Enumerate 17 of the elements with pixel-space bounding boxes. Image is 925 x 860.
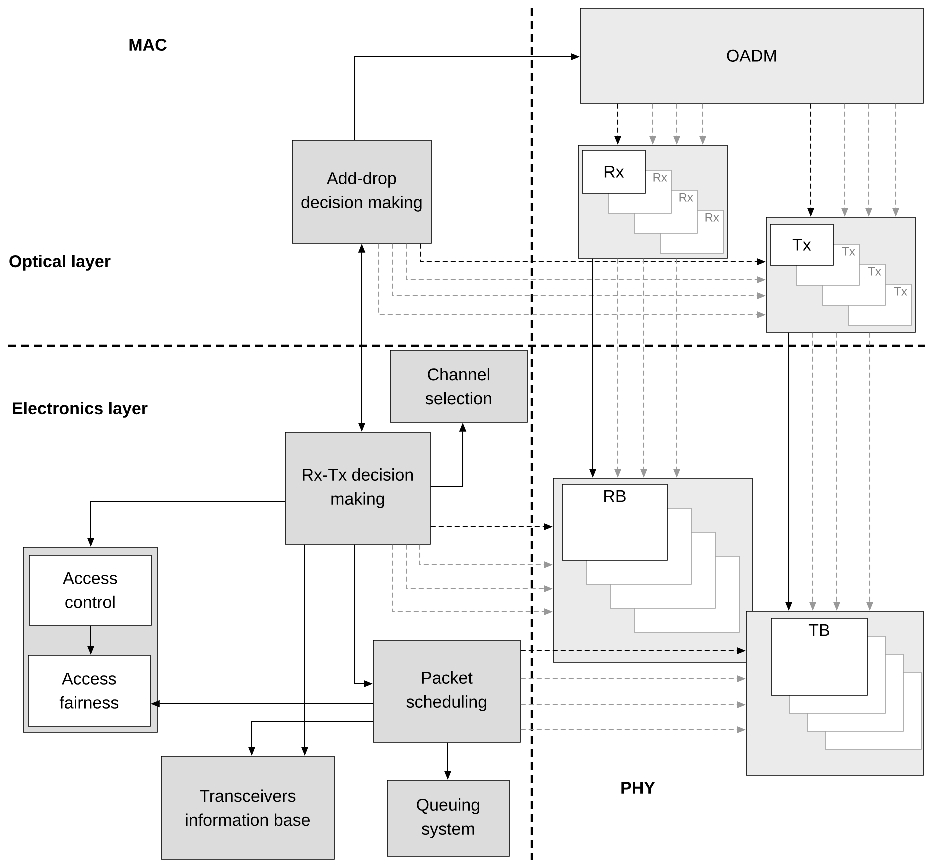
section-label: MAC	[130, 38, 167, 52]
card: RB	[562, 484, 668, 561]
card: Tx	[770, 224, 834, 266]
section-label: Electronics layer	[13, 402, 148, 418]
process-box: Access control	[29, 555, 152, 626]
section-label: PHY	[622, 782, 656, 794]
card: TB	[771, 618, 868, 696]
process-box: Access fairness	[28, 655, 151, 727]
process-box: Queuing system	[387, 780, 510, 857]
section-label: Optical layer	[10, 255, 111, 271]
card: Rx	[582, 150, 646, 194]
process-box: OADM	[580, 8, 924, 104]
process-box: Channel selection	[390, 350, 528, 423]
process-box: Packet scheduling	[373, 640, 521, 743]
process-box: Transceivers information base	[161, 756, 335, 860]
process-box: Add-drop decision making	[292, 140, 432, 244]
process-box: Rx-Tx decision making	[285, 432, 431, 545]
